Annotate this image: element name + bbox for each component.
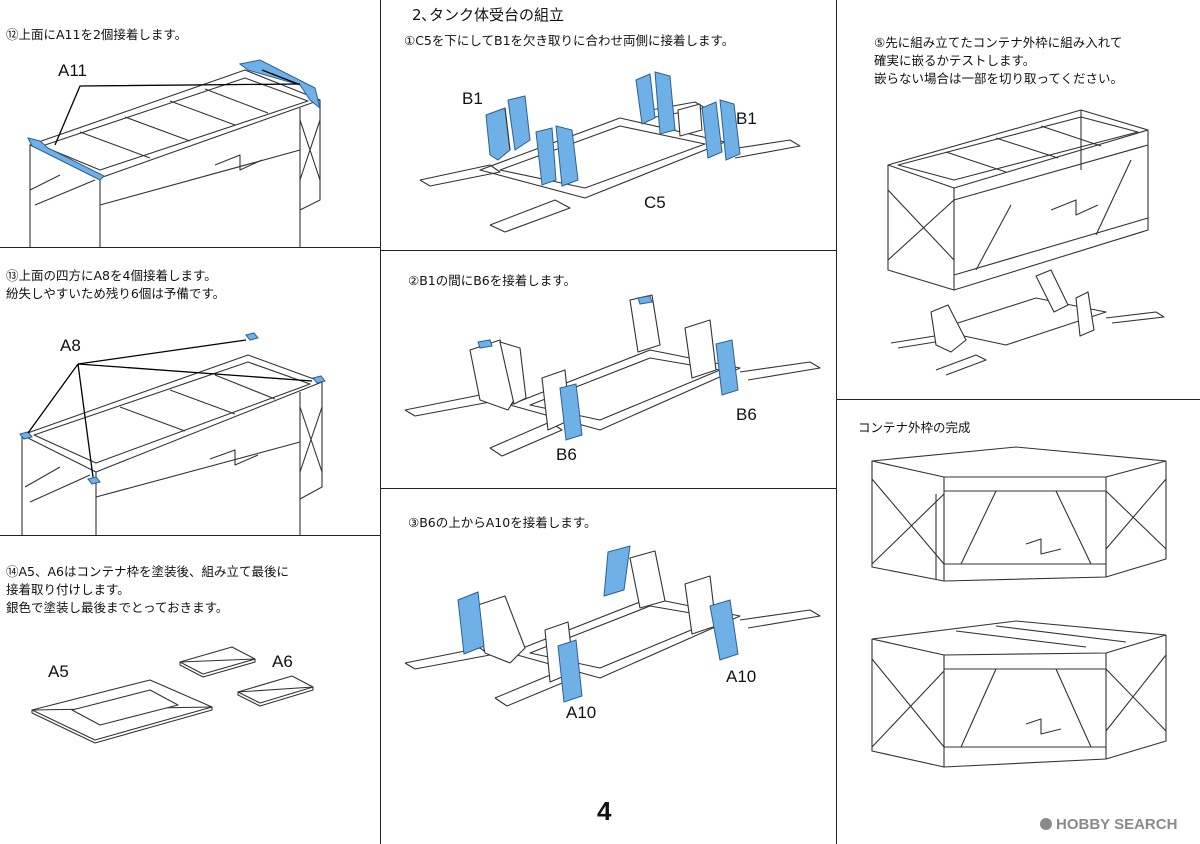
- step-12-panel: ⑫上面にA11を2個接着します。 A11: [0, 0, 380, 247]
- cradle-step-1-illustration: [419, 71, 801, 233]
- part-label-b1-right: B1: [736, 109, 757, 128]
- fit-test-caption: ⑤先に組み立てたコンテナ外枠に組み入れて 確実に嵌るかテストします。 嵌らない場…: [874, 35, 1124, 86]
- step-14-caption: ⑭A5、A6はコンテナ枠を塗装後、組み立て最後に 接着取り付けします。 銀色で塗…: [6, 564, 290, 615]
- step-12-illustration: [27, 59, 321, 247]
- part-label-a5: A5: [48, 662, 69, 681]
- part-label-b1-left: B1: [462, 89, 483, 108]
- divider-right-1: [836, 399, 1200, 400]
- step-14-illustration: [31, 646, 314, 744]
- completed-illustration: [871, 446, 1167, 768]
- cradle-step-2-caption: ②B1の間にB6を接着します。: [408, 273, 577, 288]
- step-12-caption: ⑫上面にA11を2個接着します。: [6, 27, 188, 42]
- divider-mid-2: [380, 488, 836, 489]
- watermark-logo-icon: [1040, 818, 1052, 830]
- cradle-step-2-panel: ②B1の間にB6を接着します。 B6 B6: [380, 250, 836, 488]
- part-label-a10-left: A10: [566, 703, 597, 722]
- completed-panel: コンテナ外枠の完成: [836, 399, 1200, 844]
- cradle-step-1-panel: 2､タンク体受台の組立 ①C5を下にしてB1を欠き取りに合わせ両側に接着します。…: [380, 0, 836, 250]
- part-label-b6-right: B6: [736, 405, 757, 424]
- fit-test-illustration: [887, 109, 1165, 376]
- part-label-a10-right: A10: [726, 667, 757, 686]
- cradle-step-3-illustration: [404, 545, 821, 707]
- divider-mid-1: [380, 250, 836, 251]
- page-number: 4: [597, 796, 612, 826]
- part-label-a11: A11: [58, 61, 87, 80]
- watermark-text: HOBBY SEARCH: [1056, 816, 1178, 833]
- part-label-b6-left: B6: [556, 445, 577, 464]
- part-label-a8: A8: [60, 336, 81, 355]
- cradle-step-3-panel: ③B6の上からA10を接着します。 A10 A10 4: [380, 488, 836, 844]
- step-13-panel: ⑬上面の四方にA8を4個接着します。 紛失しやすいため残り6個は予備です。 A8: [0, 247, 380, 535]
- step-13-illustration: [19, 332, 326, 535]
- step-14-panel: ⑭A5、A6はコンテナ枠を塗装後、組み立て最後に 接着取り付けします。 銀色で塗…: [0, 535, 380, 844]
- fit-test-panel: ⑤先に組み立てたコンテナ外枠に組み入れて 確実に嵌るかテストします。 嵌らない場…: [836, 0, 1200, 399]
- completed-caption: コンテナ外枠の完成: [858, 420, 971, 435]
- cradle-step-2-illustration: [404, 294, 821, 457]
- cradle-step-1-caption: ①C5を下にしてB1を欠き取りに合わせ両側に接着します。: [404, 33, 735, 48]
- divider-left-2: [0, 535, 380, 536]
- part-label-a6: A6: [272, 652, 293, 671]
- watermark: HOBBY SEARCH: [1040, 816, 1177, 833]
- divider-right: [836, 0, 837, 844]
- divider-left-1: [0, 247, 380, 248]
- part-label-c5: C5: [644, 193, 666, 212]
- divider-left: [380, 0, 381, 844]
- step-13-caption: ⑬上面の四方にA8を4個接着します。 紛失しやすいため残り6個は予備です。: [6, 268, 226, 301]
- cradle-step-3-caption: ③B6の上からA10を接着します。: [408, 515, 597, 530]
- section-title: 2､タンク体受台の組立: [412, 6, 565, 24]
